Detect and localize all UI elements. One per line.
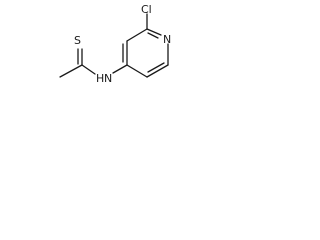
ring-bond-c6-c5 — [146, 64, 169, 78]
ring-bond-c5-c4 — [126, 64, 148, 78]
ring-bond-c2-n1 — [146, 28, 162, 36]
chlorine-label: Cl — [141, 3, 152, 16]
ring-bond-c3-c2 — [126, 28, 148, 42]
chemical-structure-diagram: S Cl N H N — [59, 3, 171, 85]
ring-bond-c2-n1-inner — [147, 32, 159, 39]
bond-nh-thiocarbonyl — [81, 64, 96, 75]
ring-bond-c6-c5-inner — [147, 62, 165, 73]
amide-nitrogen-label: N — [104, 72, 112, 85]
ring-nitrogen-label: N — [163, 33, 171, 46]
amide-hydrogen-label: H — [96, 72, 104, 85]
sulfur-label: S — [74, 34, 81, 47]
bond-c4-nh — [112, 64, 128, 74]
bond-c-methyl — [59, 64, 83, 78]
